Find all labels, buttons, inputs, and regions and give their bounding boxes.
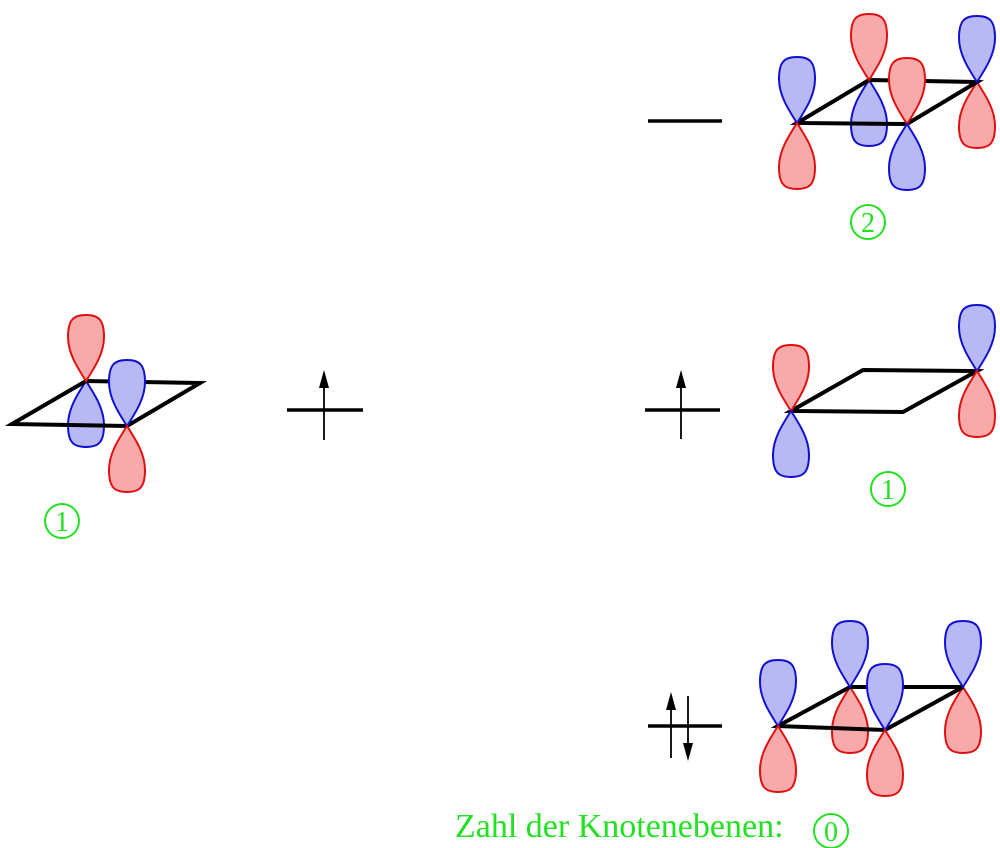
bottom-spin-up-head <box>666 692 676 710</box>
middle-lobe-a4-bottom <box>958 370 996 438</box>
middle-node-badge <box>870 471 906 507</box>
fragment-lobe-back-top <box>67 314 105 382</box>
caption-node-badge <box>813 813 849 848</box>
top-node-badge <box>850 204 886 240</box>
node-plane-caption: Zahl der Knotenebenen: <box>455 808 784 845</box>
middle-spin-up-head <box>676 370 686 388</box>
bottom-spin-down-head <box>683 743 693 761</box>
middle-lobe-a1-bottom <box>772 410 810 478</box>
bottom-lobe-a4-top <box>944 620 982 688</box>
bottom-lobe-a2-top <box>831 620 869 688</box>
bottom-energy-level <box>648 692 722 761</box>
fragment-spin-up-head <box>319 370 329 388</box>
top-lobe-a4-bottom <box>958 81 996 149</box>
bottom-lobe-a1-top <box>759 659 797 727</box>
top-lobe-a2-top <box>850 13 888 81</box>
top-lobe-a1-top <box>778 56 816 124</box>
middle-orbital: 1 <box>772 304 996 507</box>
fragment-ring <box>4 378 208 429</box>
top-lobe-a2-bottom <box>850 79 888 147</box>
middle-node-count: 1 <box>881 475 895 506</box>
top-lobe-a3-bottom <box>888 123 926 191</box>
middle-lobe-a1-top <box>772 344 810 412</box>
top-node-count: 2 <box>861 208 875 239</box>
middle-energy-level <box>645 370 720 439</box>
middle-ring <box>783 367 985 415</box>
middle-lobe-a4-top <box>958 304 996 372</box>
fragment-node-badge <box>44 503 80 539</box>
bottom-lobe-a3-top <box>866 663 904 731</box>
top-orbital: 2 <box>778 13 996 240</box>
caption-node-count: 0 <box>824 817 838 848</box>
fragment-lobe-front-bottom <box>108 425 146 493</box>
fragment-energy-level <box>287 370 363 440</box>
bottom-orbital <box>759 620 982 797</box>
bottom-lobe-a1-bottom <box>759 725 797 793</box>
bottom-lobe-a2-bottom <box>831 686 869 754</box>
fragment-node-count: 1 <box>55 507 69 538</box>
fragment-orbital: 1 <box>4 314 208 539</box>
top-lobe-a4-top <box>958 15 996 83</box>
fragment-lobe-front-top <box>108 359 146 427</box>
bottom-lobe-a4-bottom <box>944 686 982 754</box>
fragment-lobe-back-bottom <box>67 380 105 448</box>
top-lobe-a3-top <box>888 57 926 125</box>
top-lobe-a1-bottom <box>778 122 816 190</box>
bottom-lobe-a3-bottom <box>866 729 904 797</box>
